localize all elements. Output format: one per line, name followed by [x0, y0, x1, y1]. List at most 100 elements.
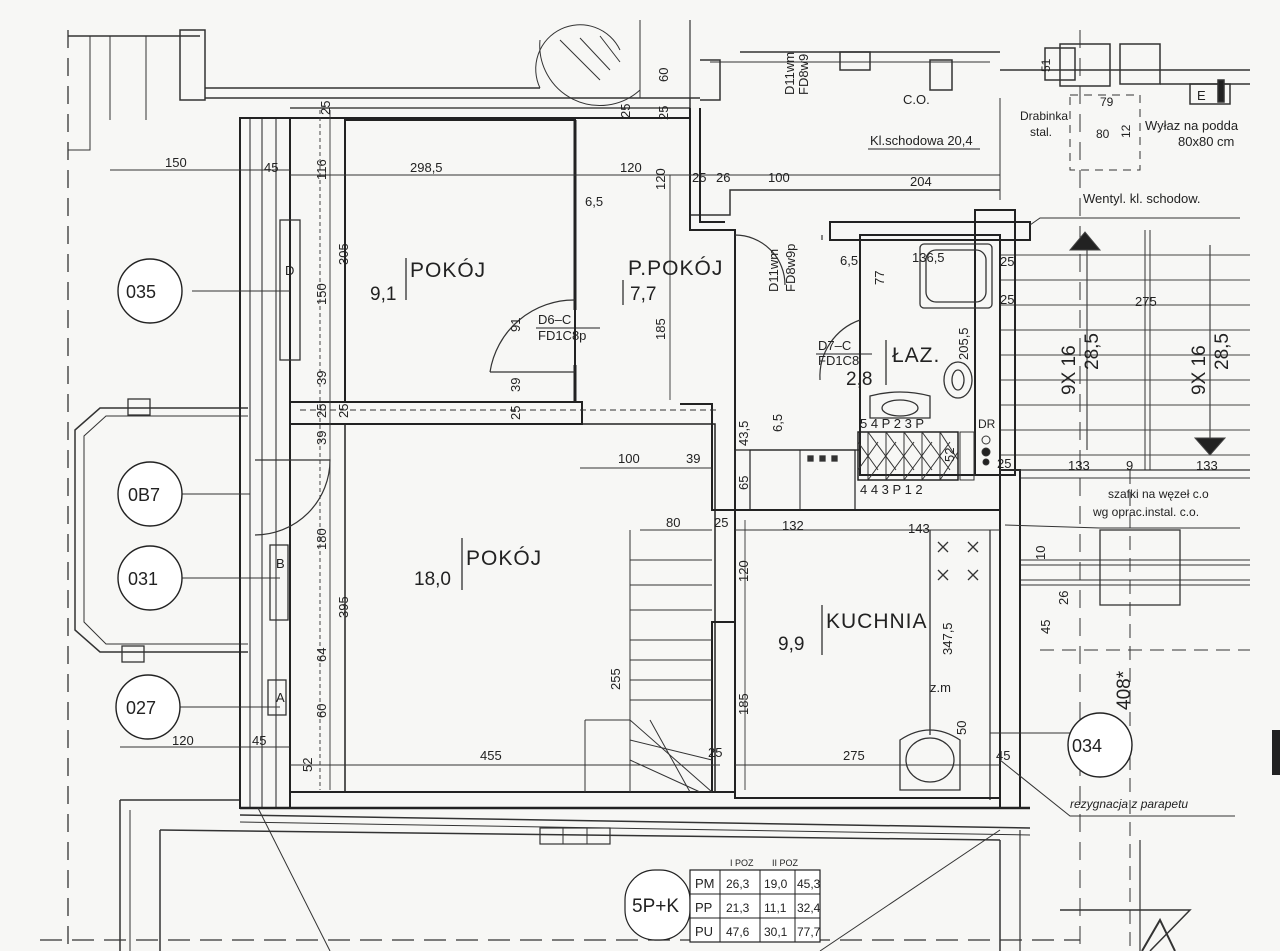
cabinet-top-labels: 5 4 P 2 3 P [860, 416, 924, 431]
interior-stairs [539, 35, 713, 793]
room-area: 18,0 [414, 569, 451, 590]
dim-label: 25 [336, 404, 351, 418]
bubble-027 [115, 674, 181, 740]
door-type: FD1C8p [538, 328, 586, 343]
dim-label: 347,5 [940, 622, 955, 655]
bubble-031 [117, 545, 183, 611]
door-swings [254, 234, 861, 536]
exterior-stairs [1000, 231, 1250, 456]
room-name: ŁAZ. [892, 344, 940, 367]
door-type: FD8w9 [796, 54, 811, 95]
rezygnacja-label: rezygnacja z parapetu [1070, 797, 1188, 811]
dim-label: 100 [768, 170, 790, 185]
dim-label: 205,5 [956, 327, 971, 360]
door-code: D7–C [818, 338, 851, 353]
dim-label: 43,5 [736, 421, 751, 446]
dim-label: 39 [314, 371, 329, 385]
window-letter: D [285, 263, 294, 278]
room-pokoj-small: POKÓJ 9,1 [370, 258, 486, 305]
room-area: 9,1 [370, 284, 396, 305]
dim-label: 52 [942, 448, 957, 462]
apartment-code: 5P+K [632, 896, 679, 917]
room-ppokoj: P.POKÓJ 7,7 [622, 257, 723, 305]
table-row: PU 47,6 30,1 77,7 [695, 924, 821, 939]
dim-label: 79 [1100, 95, 1114, 109]
door-d11-top: D11wm FD8w9 [782, 52, 811, 95]
dim-label: 12 [1119, 124, 1133, 138]
cabinet-hatch [857, 431, 991, 481]
dim-label: 132 [782, 518, 804, 533]
window-letter: A [276, 690, 285, 705]
dim-label: 64 [314, 648, 329, 662]
dim-label: 6,5 [770, 414, 785, 432]
dim-label: 120 [736, 560, 751, 582]
bubble-label: 031 [128, 569, 158, 589]
e-label: E [1197, 88, 1206, 103]
cell: 45,3 [797, 877, 821, 891]
table-row: PP 21,3 11,1 32,4 [695, 900, 821, 915]
dim-label: 25 [508, 406, 523, 420]
bubble-label: 034 [1072, 736, 1102, 756]
dim-label: 25 [997, 456, 1011, 471]
dim-label: 10 [1033, 546, 1048, 560]
szafki-label: szafki na węzeł c.o [1108, 487, 1209, 501]
stairs-a-value: 28,5 [1082, 333, 1103, 370]
dim-label: 25 [314, 404, 329, 418]
room-name: POKÓJ [466, 547, 542, 570]
bubble-label: 027 [126, 698, 156, 718]
dim-label: 50 [954, 721, 969, 735]
cell: 47,6 [726, 925, 750, 939]
door-type: FD8w9p [783, 244, 798, 292]
zm-label: z.m [930, 680, 951, 695]
dim-label: 298,5 [410, 160, 443, 175]
dim-label: 455 [480, 748, 502, 763]
dim-label: 39 [686, 451, 700, 466]
dim-label: 39 [508, 378, 523, 392]
dim-label: 133 [1196, 458, 1218, 473]
room-laz: ŁAZ. 2,8 [846, 340, 940, 390]
door-code: D6–C [538, 312, 571, 327]
room-area: 2,8 [846, 369, 872, 390]
header-ii-poz: II POZ [772, 858, 799, 868]
dim-label: 25 [1000, 292, 1014, 307]
staircase-label: Kl.schodowa 20,4 [870, 133, 973, 148]
window-letter: B [276, 556, 285, 571]
cell: 21,3 [726, 901, 750, 915]
dim-label: 120 [653, 168, 668, 190]
dim-label: 80 [666, 515, 680, 530]
dim-label: 91 [508, 318, 523, 332]
room-name: P.POKÓJ [628, 257, 723, 280]
dim-label: 25 [618, 104, 633, 118]
dim-label: 116 [314, 159, 329, 180]
row-label: PU [695, 924, 713, 939]
dim-label: 180 [314, 528, 329, 550]
room-name: POKÓJ [410, 259, 486, 282]
door-d6: D6–C FD1C8p [536, 312, 600, 343]
room-area: 9,9 [778, 634, 804, 655]
wylaz-sub: 80x80 cm [1178, 134, 1234, 149]
dim-label: 25 [714, 515, 728, 530]
summary-table: 5P+K I POZ II POZ PM 26,3 19,0 45,3 PP 2… [624, 858, 821, 943]
dim-label: 255 [608, 668, 623, 690]
dim-label: 80 [1096, 127, 1110, 141]
dim-label: 150 [314, 283, 329, 305]
bubble-035 [117, 258, 183, 324]
dim-label: 9 [1126, 458, 1133, 473]
room-name: KUCHNIA [826, 610, 928, 633]
dim-label: 395 [336, 596, 351, 618]
stairs-b-label: 9X 16 [1189, 345, 1210, 395]
dimension-lines [110, 110, 1250, 790]
drabinka-label: Drabinka [1020, 109, 1068, 123]
dimension-labels: 150 45 116 305 150 39 25 25 39 180 395 6… [165, 58, 1218, 772]
dim-label: 6,5 [840, 253, 858, 268]
stairs-b-value: 28,5 [1212, 333, 1233, 370]
dim-label: 25 [318, 101, 333, 115]
dim-label: 6,5 [585, 194, 603, 209]
dim-label: 60 [314, 704, 329, 718]
wentyl-label: Wentyl. kl. schodow. [1083, 191, 1201, 206]
dim-label: 39 [314, 431, 329, 445]
dim-label: 120 [620, 160, 642, 175]
dim-label: 52 [300, 758, 315, 772]
cell: 77,7 [797, 925, 821, 939]
dim-label: 150 [165, 155, 187, 170]
